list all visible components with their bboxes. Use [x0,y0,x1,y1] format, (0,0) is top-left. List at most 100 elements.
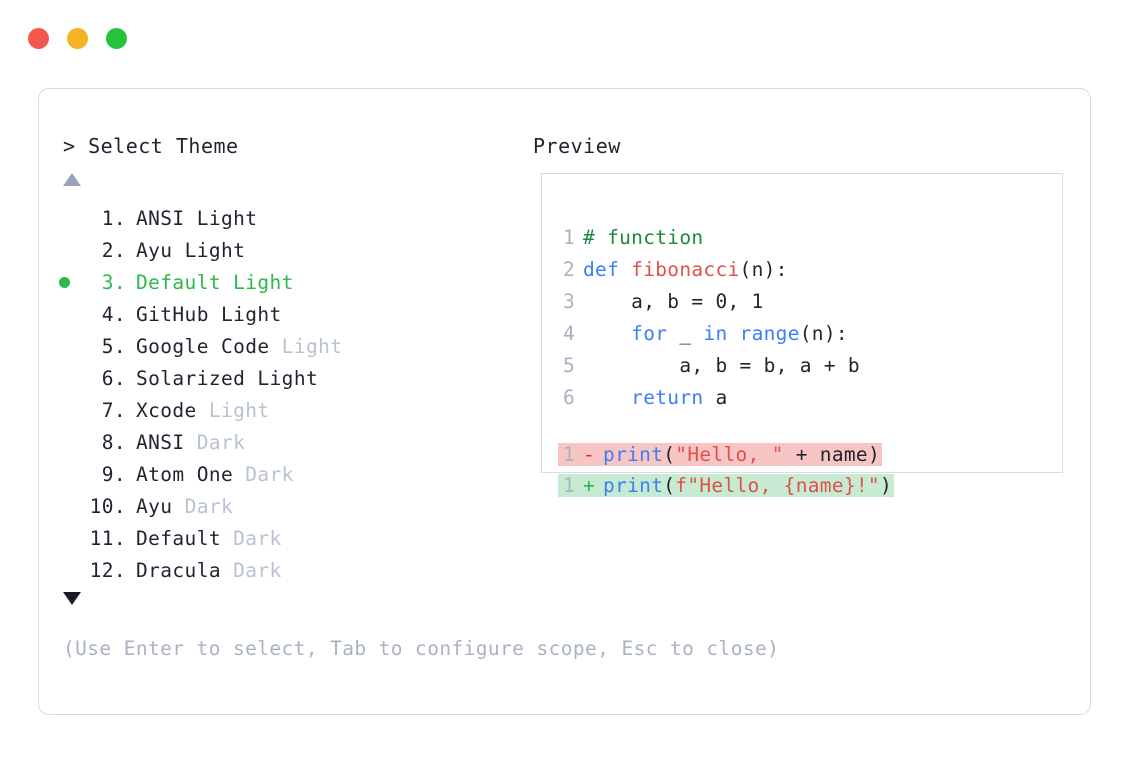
prompt-symbol: > [63,134,76,158]
theme-item-number: 12. [89,558,126,582]
theme-item-name: ANSI [136,206,197,230]
code-token: (n): [739,257,788,281]
theme-item-name: Default [136,526,234,550]
code-token: a, b = 0, 1 [583,289,764,313]
code-line: 6 return a [558,381,1056,413]
code-token: + name) [783,443,880,466]
selection-bullet-cell [39,276,80,288]
code-token: in [703,321,728,345]
line-number: 5 [562,353,575,377]
line-number: 1 [562,474,575,497]
diff-sign: - [583,443,596,466]
scroll-down-icon[interactable] [63,592,81,605]
theme-item-label: Ayu Dark [126,495,233,518]
theme-item-variant: Dark [233,558,282,582]
code-token: return [631,385,704,409]
theme-item-number: 10. [89,494,126,518]
theme-item-name: Ayu [136,494,185,518]
page-title: > Select Theme [63,134,239,158]
theme-item-variant: Light [257,366,319,390]
minimize-button[interactable] [67,28,88,49]
theme-list-item[interactable]: 9.Atom One Dark [39,458,509,490]
scroll-up-icon[interactable] [63,173,81,186]
theme-item-label: Ayu Light [126,239,245,262]
code-line-text: a, b = 0, 1 [575,290,764,313]
theme-item-label: Dracula Dark [126,559,282,582]
theme-item-label: Default Light [126,271,294,294]
line-number: 4 [562,321,575,345]
theme-list-item[interactable]: 11.Default Dark [39,522,509,554]
theme-list-item[interactable]: 3.Default Light [39,266,509,298]
theme-item-label: Default Dark [126,527,282,550]
theme-item-name: GitHub [136,302,221,326]
code-line: 5 a, b = b, a + b [558,349,1056,381]
diff-line-plus: 1+print(f"Hello, {name}!") [558,470,1056,501]
theme-item-label: ANSI Dark [126,431,245,454]
code-line: 3 a, b = 0, 1 [558,285,1056,317]
line-number: 6 [562,385,575,409]
code-line-text: for _ in range(n): [575,322,848,345]
code-token: "Hello, " [675,443,784,466]
theme-list-item[interactable]: 12.Dracula Dark [39,554,509,586]
theme-item-label: Solarized Light [126,367,318,390]
code-token [728,322,740,345]
theme-list-item[interactable]: 2.Ayu Light [39,234,509,266]
theme-item-name: ANSI [136,430,197,454]
theme-item-number: 6. [101,366,126,390]
theme-item-name: Dracula [136,558,234,582]
theme-item-variant: Light [208,398,270,422]
diff-line-minus: 1-print("Hello, " + name) [558,439,1056,470]
code-token: # function [583,225,704,249]
theme-item-variant: Dark [233,526,282,550]
theme-item-label: Google Code Light [126,335,342,358]
close-button[interactable] [28,28,49,49]
theme-item-label: GitHub Light [126,303,282,326]
maximize-button[interactable] [106,28,127,49]
theme-item-number: 11. [89,526,126,550]
theme-list-item[interactable]: 8.ANSI Dark [39,426,509,458]
keyboard-hint: (Use Enter to select, Tab to configure s… [63,637,780,660]
code-token [583,322,631,345]
diff-line-text: print("Hello, " + name) [603,443,880,466]
theme-list-item[interactable]: 6.Solarized Light [39,362,509,394]
code-token: a, b = b, a + b [583,353,860,377]
theme-item-label: ANSI Light [126,207,257,230]
line-number: 2 [562,257,575,281]
line-number: 1 [562,443,575,466]
diff-line-body: 1+print(f"Hello, {name}!") [558,474,895,497]
theme-list-item[interactable]: 4.GitHub Light [39,298,509,330]
code-token: print [603,443,664,466]
code-line: 4 for _ in range(n): [558,317,1056,349]
theme-item-number: 9. [101,462,126,486]
code-token: ) [879,474,893,497]
theme-item-name: Atom One [136,462,246,486]
theme-list-item[interactable]: 5.Google Code Light [39,330,509,362]
theme-item-variant: Dark [245,462,294,486]
theme-item-variant: Dark [184,494,234,518]
code-line-text: def fibonacci(n): [575,258,788,281]
theme-list-item[interactable]: 7.Xcode Light [39,394,509,426]
theme-item-variant: Dark [196,430,246,454]
code-token: _ [667,321,704,345]
theme-item-label: Atom One Dark [126,463,294,486]
code-token: for [631,321,668,345]
code-token: range [739,321,800,345]
diff-line-body: 1-print("Hello, " + name) [558,443,882,466]
code-spacer [558,413,1056,439]
code-token [583,386,631,409]
code-line-text: return a [575,386,728,409]
code-token: ( [663,443,676,466]
code-token: ( [663,474,676,497]
theme-list-item[interactable]: 10.Ayu Dark [39,490,509,522]
theme-list-item[interactable]: 1.ANSI Light [39,202,509,234]
line-number: 1 [562,225,575,249]
code-token: f"Hello, {name}!" [675,474,880,497]
theme-item-variant: Light [281,334,343,358]
theme-item-name: Google Code [136,334,282,358]
window-titlebar [28,28,127,49]
code-token: def [583,257,632,281]
